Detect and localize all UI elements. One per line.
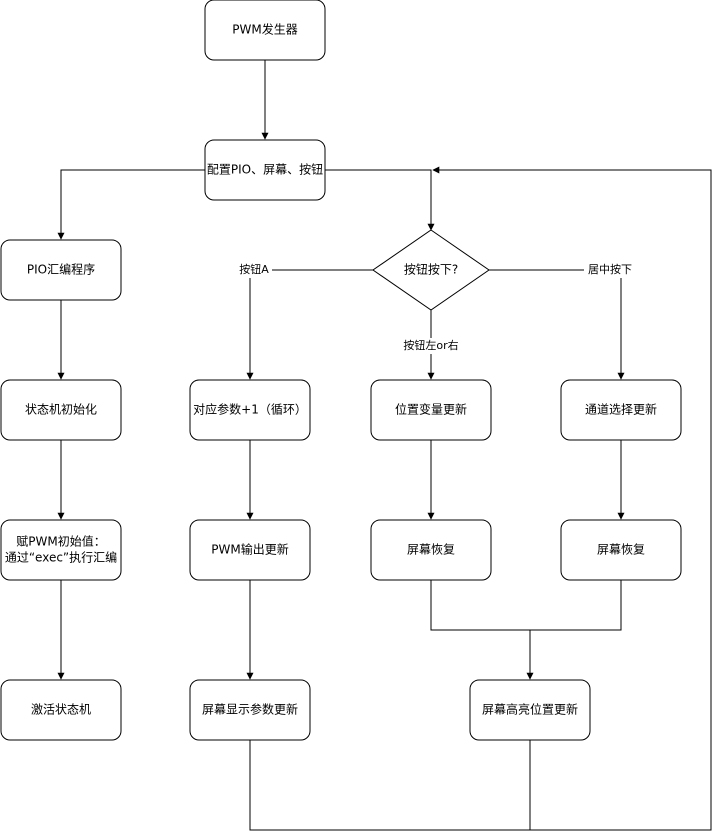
node-channel-select-update: 通道选择更新 bbox=[560, 379, 682, 441]
node-pos-var-update: 位置变量更新 bbox=[370, 379, 492, 441]
edge-label-button-left-right-text: 按钮左or右 bbox=[403, 338, 458, 352]
node-assign-pwm-line1: 赋PWM初始值： bbox=[16, 534, 105, 549]
edge-label-button-a: 按钮A bbox=[236, 262, 272, 278]
node-screen-restore-1: 屏幕恢复 bbox=[370, 519, 492, 581]
node-decision-label: 按钮按下? bbox=[404, 262, 458, 277]
edge-restore-1-merge bbox=[430, 580, 622, 631]
node-config: 配置PIO、屏幕、按钮 bbox=[204, 139, 326, 201]
node-screen-highlight-update-label: 屏幕高亮位置更新 bbox=[482, 702, 578, 717]
node-sm-init-label: 状态机初始化 bbox=[25, 403, 97, 417]
node-pio-asm-label: PIO汇编程序 bbox=[27, 262, 95, 277]
edge-screen-param-loop bbox=[249, 740, 530, 831]
node-screen-restore-2: 屏幕恢复 bbox=[560, 519, 682, 581]
edge-labels: 按钮A 按钮左or右 居中按下 bbox=[236, 262, 636, 354]
node-param-inc-label: 对应参数+1（循环） bbox=[193, 402, 307, 417]
node-activate-sm-label: 激活状态机 bbox=[31, 703, 91, 717]
edge-config-to-pio-asm bbox=[57, 169, 205, 240]
node-activate-sm: 激活状态机 bbox=[0, 679, 122, 741]
node-param-inc: 对应参数+1（循环） bbox=[189, 379, 311, 441]
node-screen-highlight-update: 屏幕高亮位置更新 bbox=[469, 679, 591, 741]
node-pos-var-update-label: 位置变量更新 bbox=[395, 402, 467, 417]
edge-decision-to-channel-select bbox=[489, 269, 625, 380]
node-screen-restore-2-label: 屏幕恢复 bbox=[597, 543, 645, 557]
node-channel-select-update-label: 通道选择更新 bbox=[585, 402, 657, 417]
node-screen-param-update: 屏幕显示参数更新 bbox=[189, 679, 311, 741]
node-pwm-output-update: PWM输出更新 bbox=[189, 519, 311, 581]
node-config-label: 配置PIO、屏幕、按钮 bbox=[207, 162, 323, 177]
node-screen-param-update-label: 屏幕显示参数更新 bbox=[202, 702, 298, 717]
edges bbox=[57, 60, 712, 831]
node-pwm-generator-label: PWM发生器 bbox=[232, 22, 297, 37]
node-pio-asm: PIO汇编程序 bbox=[0, 239, 122, 301]
edge-loop-back-to-decision bbox=[432, 166, 712, 831]
edge-label-button-a-text: 按钮A bbox=[239, 262, 269, 276]
node-pwm-generator: PWM发生器 bbox=[204, 0, 326, 61]
edge-label-center-press-text: 居中按下 bbox=[588, 262, 632, 276]
edge-label-button-left-right: 按钮左or右 bbox=[400, 338, 462, 354]
edge-decision-to-param-inc bbox=[246, 269, 373, 380]
node-sm-init: 状态机初始化 bbox=[0, 379, 122, 441]
node-assign-pwm: 赋PWM初始值： 通过“exec”执行汇编 bbox=[0, 519, 122, 581]
node-screen-restore-1-label: 屏幕恢复 bbox=[407, 543, 455, 557]
node-pwm-output-update-label: PWM输出更新 bbox=[211, 542, 288, 557]
edge-config-to-decision bbox=[325, 169, 435, 231]
node-assign-pwm-line2: 通过“exec”执行汇编 bbox=[5, 550, 117, 565]
edge-label-center-press: 居中按下 bbox=[584, 262, 636, 278]
node-decision: 按钮按下? bbox=[372, 229, 490, 311]
